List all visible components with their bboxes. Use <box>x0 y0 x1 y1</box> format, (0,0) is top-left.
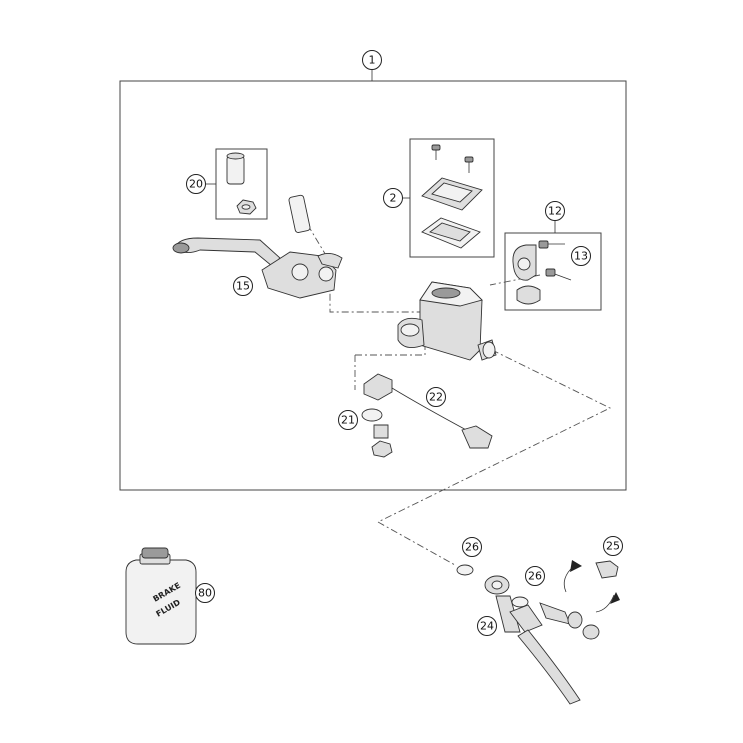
svg-text:2: 2 <box>390 192 397 205</box>
svg-text:22: 22 <box>429 391 443 404</box>
svg-text:26: 26 <box>465 541 479 554</box>
master-cylinder-part <box>397 281 497 361</box>
connection-line-e <box>489 274 541 286</box>
svg-text:15: 15 <box>236 280 250 293</box>
svg-text:12: 12 <box>548 205 562 218</box>
subframe-12 <box>504 232 602 311</box>
svg-text:25: 25 <box>606 540 620 553</box>
reservoir-cover-part <box>421 144 483 249</box>
connection-line-b <box>355 345 426 356</box>
brake-lever-part <box>172 194 343 299</box>
callout-24[interactable]: 24 <box>477 616 497 636</box>
svg-text:24: 24 <box>480 620 494 633</box>
connection-line-a <box>299 211 420 313</box>
connection-line-d <box>377 349 612 566</box>
svg-text:1: 1 <box>369 54 376 67</box>
callout-26-right[interactable]: 26 <box>525 566 545 586</box>
callout-12[interactable]: 12 <box>545 201 565 221</box>
sleeve-part <box>226 152 257 215</box>
callout-13[interactable]: 13 <box>571 246 591 266</box>
callout-2[interactable]: 2 <box>383 188 403 208</box>
callout-26-left[interactable]: 26 <box>462 537 482 557</box>
svg-text:26: 26 <box>528 570 542 583</box>
callout-15[interactable]: 15 <box>233 276 253 296</box>
callout-1[interactable]: 1 <box>362 50 382 70</box>
callout-21[interactable]: 21 <box>338 410 358 430</box>
brake-hose-part <box>456 560 620 705</box>
assembly-frame <box>119 80 627 491</box>
svg-text:20: 20 <box>189 178 203 191</box>
brake-fluid-bottle: BRAKE FLUID <box>125 547 197 645</box>
svg-text:13: 13 <box>574 250 588 263</box>
callout-25[interactable]: 25 <box>603 536 623 556</box>
brake-switch-part <box>361 373 493 458</box>
svg-text:21: 21 <box>341 414 355 427</box>
callout-22[interactable]: 22 <box>426 387 446 407</box>
callout-20[interactable]: 20 <box>186 174 206 194</box>
svg-text:80: 80 <box>198 587 212 600</box>
callout-80[interactable]: 80 <box>195 583 215 603</box>
clamp-part <box>512 240 572 305</box>
